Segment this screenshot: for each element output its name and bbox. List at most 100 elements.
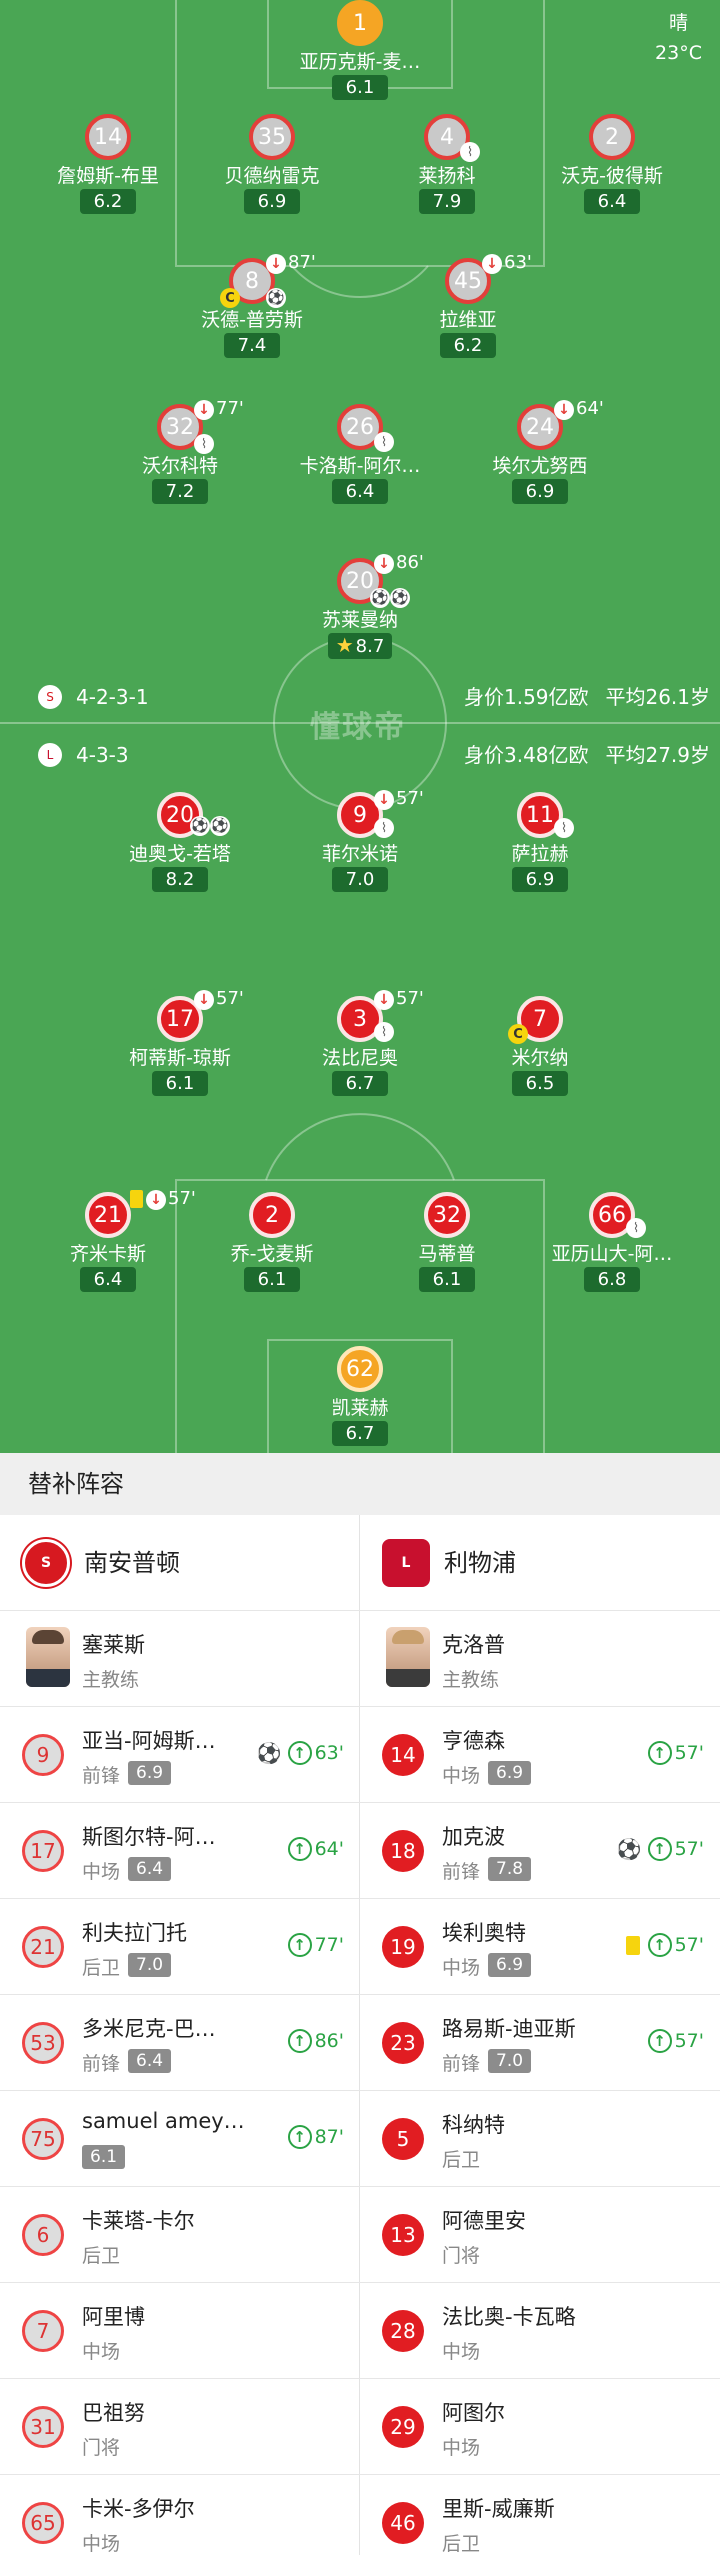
sub-player-home[interactable]: 7 阿里博 中场 [0,2283,360,2379]
player-rating: 6.7 [332,1071,388,1096]
player-away-7[interactable]: 7 C 米尔纳 6.5 [440,996,640,1096]
sub-position: 前锋 [82,1765,121,1787]
player-away-32[interactable]: 32 马蒂普 6.1 [347,1192,547,1292]
player-name: 沃德-普劳斯 [201,309,303,331]
player-home-45[interactable]: 45 ↓ 63' 拉维亚 6.2 [368,252,568,358]
player-away-2[interactable]: 2 乔-戈麦斯 6.1 [172,1192,372,1292]
away-team-cell[interactable]: L 利物浦 [360,1515,720,1611]
subs-team-row: S 南安普顿 L 利物浦 [0,1515,720,1611]
assist-boot-icon: ⌇ [194,434,214,454]
player-rating: 6.9 [512,867,568,892]
home-coach[interactable]: 塞莱斯 主教练 [0,1611,360,1707]
player-home-35[interactable]: 35 贝德纳雷克 6.9 [172,114,372,214]
player-home-20[interactable]: 20 ↓ 86' ⚽ ⚽ 苏莱曼纳 ★8.7 [260,552,460,659]
player-away-20[interactable]: 20 ⚽ ⚽ 迪奥戈-若塔 8.2 [80,792,280,892]
sub-number: 31 [22,2406,64,2448]
player-away-9[interactable]: 9 ↓ 57' ⌇ 菲尔米诺 7.0 [260,788,460,892]
away-team-name: 利物浦 [444,1549,516,1577]
player-number: 14 [85,114,131,160]
sub-player-away[interactable]: 19 埃利奥特 中场 6.9 ↑ 57' [360,1899,720,1995]
player-away-62[interactable]: 62 凯莱赫 6.7 [260,1346,460,1446]
player-home-26[interactable]: 26 ⌇ 卡洛斯-阿尔… 6.4 [260,404,460,504]
sub-row: 65 卡米-多伊尔 中场 46 里斯-威廉斯 后卫 [0,2475,720,2555]
sub-player-home[interactable]: 9 亚当-阿姆斯… 前锋 6.9 ⚽ ↑ 63' [0,1707,360,1803]
coach-row: 塞莱斯 主教练 克洛普 主教练 [0,1611,720,1707]
goal-ball-icon: ⚽ [390,588,410,608]
sub-number: 13 [382,2214,424,2256]
sub-player-home[interactable]: 53 多米尼克-巴… 前锋 6.4 ↑ 86' [0,1995,360,2091]
sub-name: 阿里博 [82,2305,145,2329]
sub-in-minute: 57' [674,1934,704,1956]
rating-value: 8.7 [355,636,385,657]
assist-boot-icon: ⌇ [626,1218,646,1238]
player-home-32[interactable]: 32 ↓ 77' ⌇ 沃尔科特 7.2 [80,398,280,504]
player-away-3[interactable]: 3 ↓ 57' ⌇ 法比尼奥 6.7 [260,988,460,1096]
sub-name: 里斯-威廉斯 [442,2497,555,2521]
sub-minute: 57' [396,788,424,809]
sub-in-icon: ↑ [647,1933,672,1957]
sub-player-away[interactable]: 5 科纳特 后卫 [360,2091,720,2187]
sub-player-home[interactable]: 17 斯图尔特-阿… 中场 6.4 ↑ 64' [0,1803,360,1899]
sub-player-home[interactable]: 65 卡米-多伊尔 中场 [0,2475,360,2555]
sub-row: 75 samuel amey… 6.1 ↑ 87' 5 科纳特 后卫 [0,2091,720,2187]
away-coach[interactable]: 克洛普 主教练 [360,1611,720,1707]
sub-player-home[interactable]: 75 samuel amey… 6.1 ↑ 87' [0,2091,360,2187]
sub-player-home[interactable]: 21 利夫拉门托 后卫 7.0 ↑ 77' [0,1899,360,1995]
player-home-4[interactable]: 4 ⌇ 莱扬科 7.9 [347,114,547,214]
home-team-cell[interactable]: S 南安普顿 [0,1515,360,1611]
player-away-11[interactable]: 11 ⌇ 萨拉赫 6.9 [440,792,640,892]
sub-in-event: ↑ 86' [287,2027,344,2055]
weather-condition: 晴 [669,12,689,34]
home-avg-age: 平均26.1岁 [605,685,710,709]
sub-number: 18 [382,1830,424,1872]
player-rating: 7.4 [224,333,280,358]
liverpool-crest-icon: L [38,743,62,767]
player-name: 拉维亚 [439,309,497,331]
sub-in-minute: 57' [674,1742,704,1764]
assist-boot-icon: ⌇ [374,432,394,452]
player-name: 亚历山大-阿… [551,1243,673,1265]
sub-out-icon: ↓ [194,400,214,420]
player-number: 2 [249,1192,295,1238]
player-away-17[interactable]: 17 ↓ 57' 柯蒂斯-琼斯 6.1 [80,988,280,1096]
player-home-1[interactable]: 1 亚历克斯-麦… 6.1 [260,0,460,100]
player-rating: ★8.7 [327,633,393,659]
player-rating: 6.1 [419,1267,475,1292]
sub-position: 中场 [442,2437,481,2459]
player-away-66[interactable]: 66 ⌇ 亚历山大-阿… 6.8 [512,1192,712,1292]
sub-rating: 7.0 [128,1953,172,1977]
assist-boot-icon: ⌇ [374,1022,394,1042]
sub-player-away[interactable]: 18 加克波 前锋 7.8 ⚽ ↑ 57' [360,1803,720,1899]
goal-ball-icon: ⚽ [190,816,210,836]
player-number: 24 [517,404,563,450]
player-home-2[interactable]: 2 沃克-彼得斯 6.4 [512,114,712,214]
player-number: 35 [249,114,295,160]
sub-name: 加克波 [442,1825,505,1849]
coach-name: 克洛普 [442,1633,505,1657]
sub-in-event: ↑ 57' [647,1739,704,1767]
player-home-14[interactable]: 14 詹姆斯-布里 6.2 [8,114,208,214]
player-rating: 6.2 [80,189,136,214]
player-home-8[interactable]: 8 ↓ 87' C ⚽ 沃德-普劳斯 7.4 [152,252,352,358]
sub-player-away[interactable]: 46 里斯-威廉斯 后卫 [360,2475,720,2555]
sub-player-away[interactable]: 13 阿德里安 门将 [360,2187,720,2283]
sub-player-away[interactable]: 14 亨德森 中场 6.9 ↑ 57' [360,1707,720,1803]
sub-position: 中场 [442,1957,481,1979]
sub-in-minute: 87' [314,2126,344,2148]
sub-player-home[interactable]: 6 卡莱塔-卡尔 后卫 [0,2187,360,2283]
player-name: 米尔纳 [511,1047,569,1069]
sub-player-away[interactable]: 23 路易斯-迪亚斯 前锋 7.0 ↑ 57' [360,1995,720,2091]
player-away-21[interactable]: 21 ↓ 57' 齐米卡斯 6.4 [8,1188,208,1292]
player-home-24[interactable]: 24 ↓ 64' 埃尔尤努西 6.9 [440,398,640,504]
player-rating: 6.9 [512,479,568,504]
sub-row: 21 利夫拉门托 后卫 7.0 ↑ 77' 19 埃利奥特 中场 6.9 ↑ 5… [0,1899,720,1995]
player-name: 詹姆斯-布里 [57,165,159,187]
sub-name: 法比奥-卡瓦略 [442,2305,576,2329]
player-rating: 7.0 [332,867,388,892]
yellow-card-icon [130,1190,143,1208]
sub-player-away[interactable]: 29 阿图尔 中场 [360,2379,720,2475]
sub-number: 46 [382,2502,424,2544]
goal-ball-icon: ⚽ [616,1837,642,1861]
sub-player-home[interactable]: 31 巴祖努 门将 [0,2379,360,2475]
sub-player-away[interactable]: 28 法比奥-卡瓦略 中场 [360,2283,720,2379]
